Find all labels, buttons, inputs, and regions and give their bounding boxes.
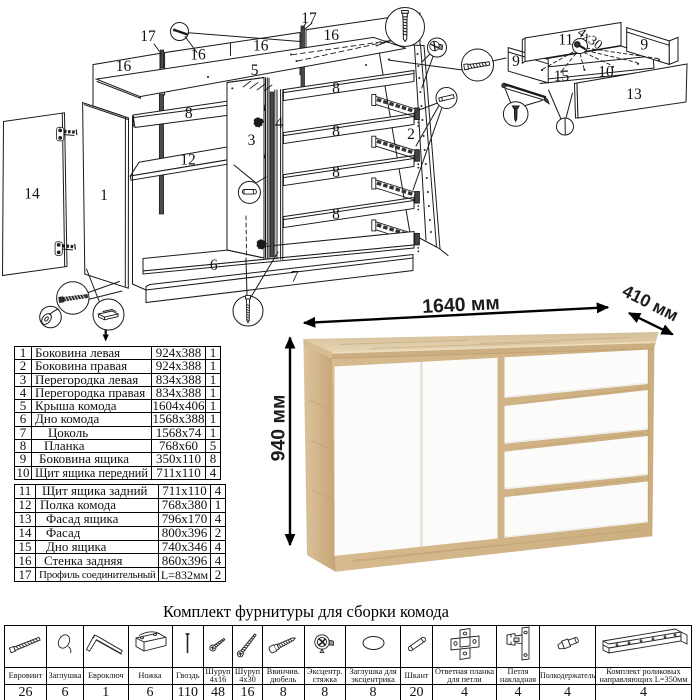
svg-text:9: 9 bbox=[640, 37, 648, 54]
svg-text:16: 16 bbox=[253, 38, 269, 55]
svg-text:15: 15 bbox=[554, 68, 570, 85]
svg-text:11: 11 bbox=[558, 32, 573, 49]
svg-text:7: 7 bbox=[291, 269, 299, 286]
svg-text:1: 1 bbox=[100, 187, 108, 204]
svg-text:12: 12 bbox=[180, 152, 196, 169]
svg-text:16: 16 bbox=[190, 47, 206, 64]
svg-text:4: 4 bbox=[275, 115, 283, 132]
svg-text:9: 9 bbox=[512, 53, 520, 70]
svg-text:17: 17 bbox=[140, 28, 156, 45]
svg-text:16: 16 bbox=[116, 58, 132, 75]
svg-text:940 мм: 940 мм bbox=[268, 395, 290, 462]
svg-text:10: 10 bbox=[598, 64, 614, 81]
svg-text:3: 3 bbox=[248, 132, 256, 149]
svg-text:5: 5 bbox=[251, 62, 259, 79]
svg-text:17: 17 bbox=[301, 10, 317, 27]
svg-text:2: 2 bbox=[407, 126, 415, 143]
svg-text:14: 14 bbox=[24, 186, 40, 203]
svg-text:410 мм: 410 мм bbox=[619, 281, 682, 326]
svg-text:8: 8 bbox=[332, 80, 340, 97]
svg-text:1640 мм: 1640 мм bbox=[422, 292, 501, 318]
svg-text:13: 13 bbox=[626, 86, 642, 103]
svg-text:8: 8 bbox=[185, 105, 193, 122]
svg-text:6: 6 bbox=[210, 257, 218, 274]
svg-text:8: 8 bbox=[332, 164, 340, 181]
svg-text:16: 16 bbox=[324, 27, 340, 44]
svg-text:8: 8 bbox=[332, 206, 340, 223]
svg-text:8: 8 bbox=[332, 123, 340, 140]
